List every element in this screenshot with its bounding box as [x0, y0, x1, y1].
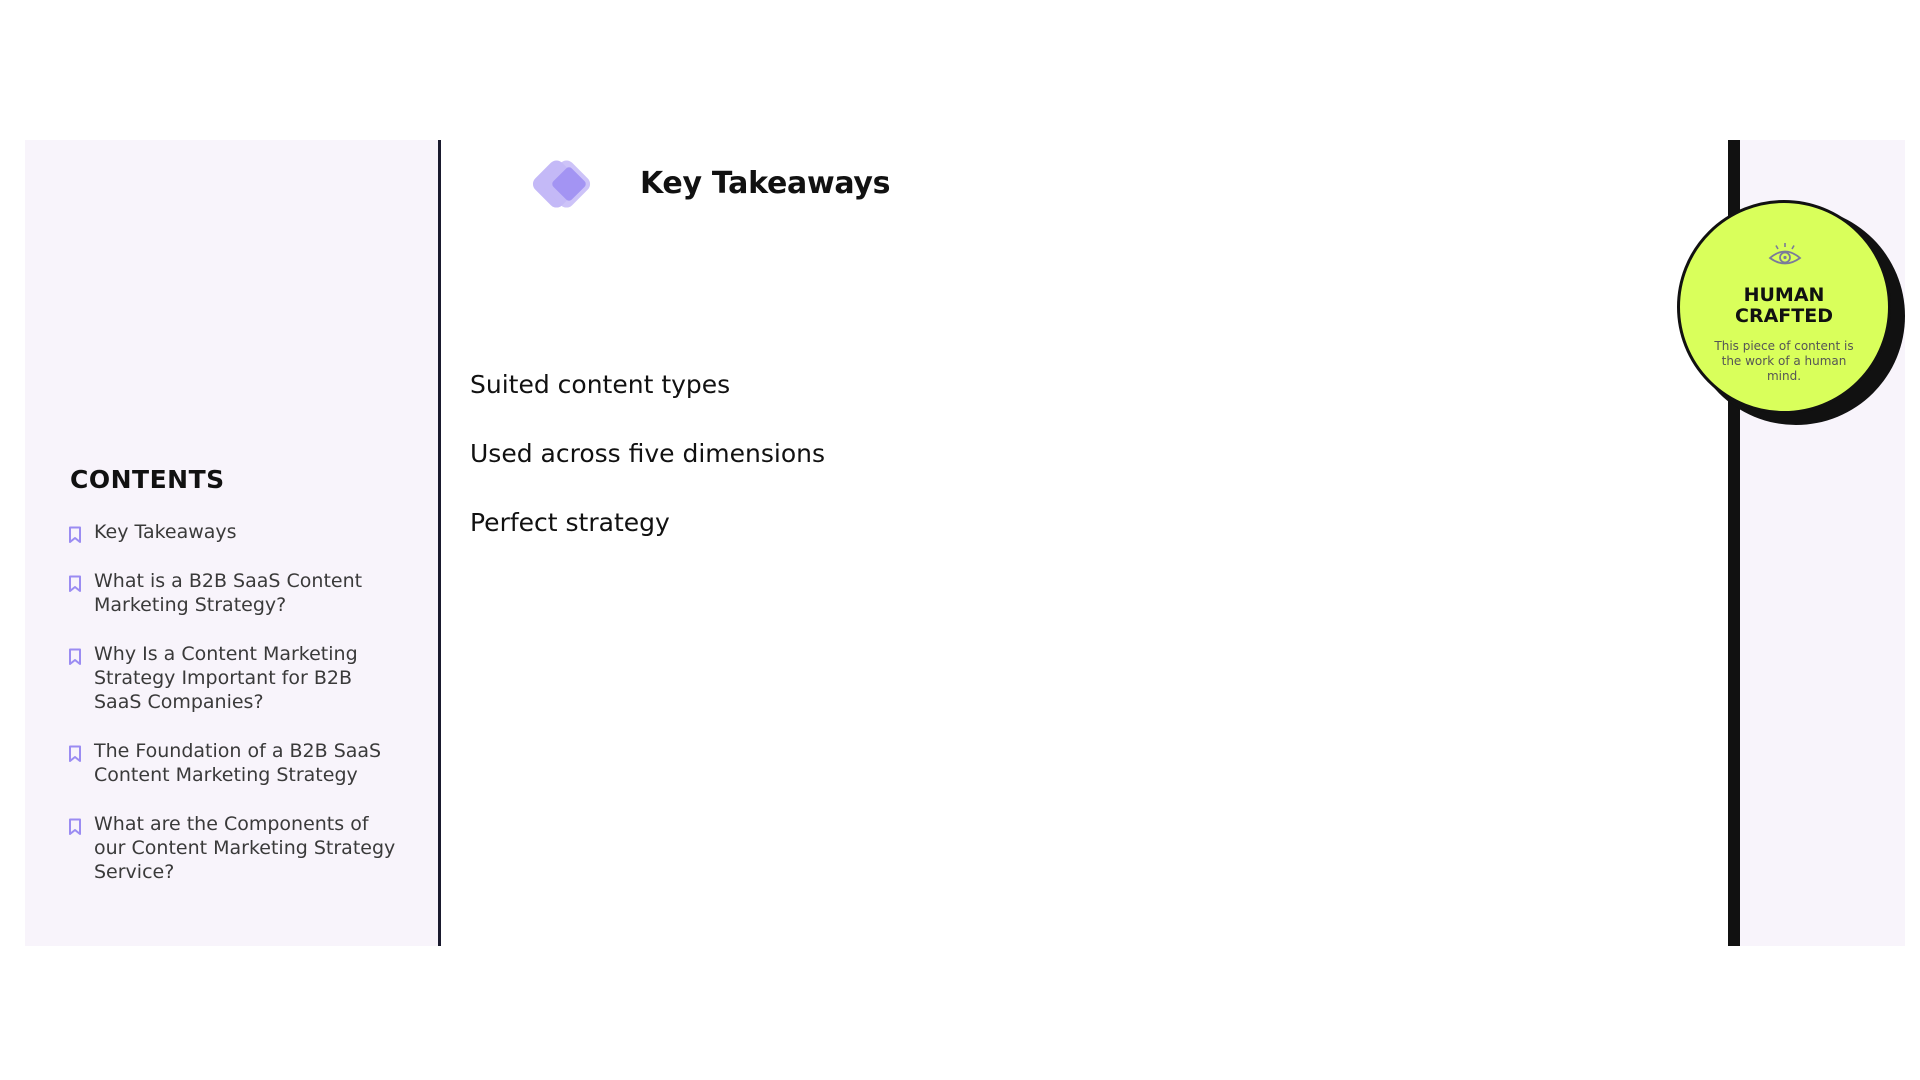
toc-item-label: Key Takeaways [94, 521, 237, 543]
badge-title-line1: HUMAN [1743, 284, 1825, 306]
toc-item-label: Why Is a Content Marketing Strategy Impo… [94, 643, 358, 713]
bookmark-icon [69, 745, 81, 762]
takeaway-item: Suited content types [470, 370, 731, 399]
contents-sidebar [25, 140, 440, 946]
bookmark-icon [69, 648, 81, 665]
toc-item-key-takeaways[interactable]: Key Takeaways [68, 520, 398, 544]
human-crafted-badge: HUMAN CRAFTED This piece of content is t… [1677, 200, 1891, 414]
diamond-icon [532, 160, 591, 208]
eye-icon [1768, 243, 1802, 265]
badge-title: HUMAN CRAFTED [1680, 285, 1888, 327]
bookmark-icon [69, 575, 81, 592]
sidebar-divider [438, 140, 441, 946]
toc-item-what-is-strategy[interactable]: What is a B2B SaaS Content Marketing Str… [68, 569, 398, 617]
badge-title-line2: CRAFTED [1735, 305, 1833, 327]
page-title: Key Takeaways [640, 166, 891, 201]
contents-heading: CONTENTS [70, 465, 225, 494]
toc-item-why-important[interactable]: Why Is a Content Marketing Strategy Impo… [68, 642, 398, 714]
toc-item-components[interactable]: What are the Components of our Content M… [68, 812, 398, 884]
badge-description: This piece of content is the work of a h… [1714, 339, 1854, 383]
toc-item-foundation[interactable]: The Foundation of a B2B SaaS Content Mar… [68, 739, 398, 787]
takeaway-item: Used across five dimensions [470, 439, 826, 468]
bookmark-icon [69, 818, 81, 835]
contents-list: Key Takeaways What is a B2B SaaS Content… [68, 520, 398, 909]
toc-item-label: The Foundation of a B2B SaaS Content Mar… [94, 740, 382, 786]
toc-item-label: What is a B2B SaaS Content Marketing Str… [94, 570, 363, 616]
toc-item-label: What are the Components of our Content M… [94, 813, 396, 883]
takeaways-list: Suited content types Used across five di… [470, 370, 825, 577]
bookmark-icon [69, 526, 81, 543]
takeaway-item: Perfect strategy [470, 508, 670, 537]
